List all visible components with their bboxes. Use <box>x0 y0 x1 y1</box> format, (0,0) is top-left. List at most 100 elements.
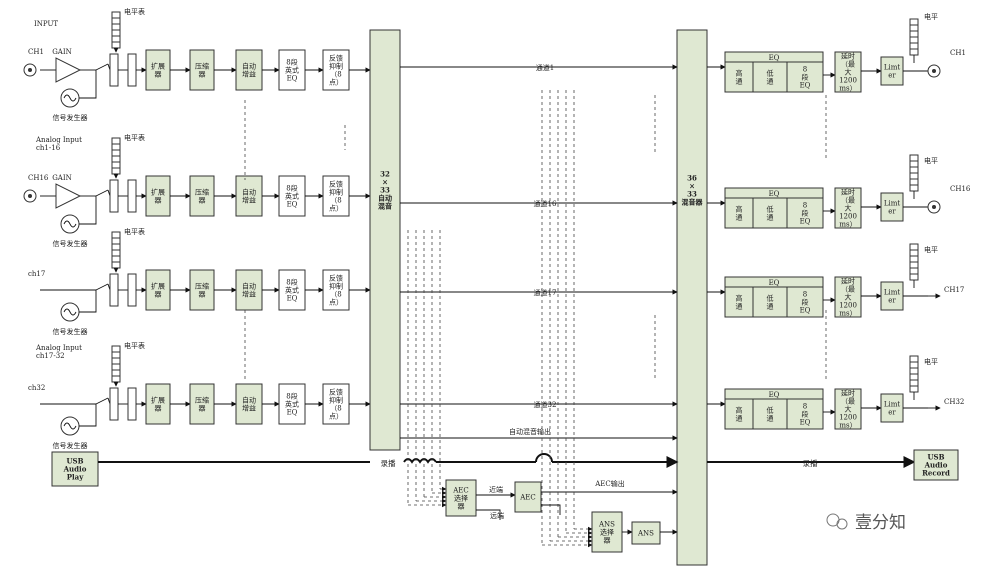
level-meter-segment <box>909 367 919 375</box>
wire <box>79 290 97 313</box>
eq-title: EQ <box>769 190 780 198</box>
fader-icon <box>109 387 119 421</box>
block-delay <box>834 276 862 318</box>
fader-icon <box>109 179 119 213</box>
eq-title: EQ <box>769 54 780 62</box>
channel-line-label: 通道1 <box>536 63 554 72</box>
block-auto_gain-label: 自动增益 <box>242 61 256 78</box>
level-meter-segment <box>111 231 121 239</box>
output-channel-label: CH16 <box>950 185 971 193</box>
block-feedback <box>322 269 350 311</box>
gain-amplifier-icon <box>55 183 82 209</box>
level-label: 电平 <box>924 12 938 21</box>
level-meter-segment <box>111 41 121 49</box>
block-delay <box>834 51 862 93</box>
block-expander-label: 扩展器 <box>151 395 165 412</box>
block-lowpass <box>752 286 788 318</box>
level-meter-segment <box>111 357 121 365</box>
usb-audio-play <box>51 451 99 487</box>
level-meter-segment <box>909 361 919 369</box>
block-eq8 <box>278 383 306 425</box>
level-meter-segment <box>909 261 919 269</box>
channel-line-label: 通道17 <box>534 288 557 297</box>
signal-generator-label: 信号发生器 <box>53 113 88 122</box>
level-label: 电平 <box>924 156 938 165</box>
mixer-left <box>369 29 401 451</box>
fader-icon <box>127 179 137 213</box>
xlr-pin-icon <box>28 68 32 72</box>
block-eq8-out <box>786 286 824 318</box>
block-auto_gain <box>235 269 263 311</box>
level-meter-segment <box>111 363 121 371</box>
block-lowpass <box>752 197 788 229</box>
level-meter-segment <box>111 23 121 31</box>
level-meter-segment <box>111 375 121 383</box>
block-eq8 <box>278 49 306 91</box>
level-meter-segment <box>111 261 121 269</box>
xlr-pin-icon <box>28 194 32 198</box>
level-meter-segment <box>111 345 121 353</box>
level-meter-segment <box>909 385 919 393</box>
block-highpass-label: 高通 <box>736 293 743 310</box>
block-eq8 <box>278 175 306 217</box>
record-label: 录播 <box>803 458 818 468</box>
block-lowpass-label: 低通 <box>767 405 774 422</box>
level-meter-segment <box>111 35 121 43</box>
auto-mix-out-label: 自动混音输出 <box>509 427 551 436</box>
aec-block-label: AEC <box>519 493 536 501</box>
block-feedback <box>322 175 350 217</box>
eq-title: EQ <box>769 391 780 399</box>
block-compressor-label: 压缩器 <box>195 395 209 412</box>
signal-generator-label: 信号发生器 <box>53 327 88 336</box>
level-meter-segment <box>111 155 121 163</box>
aec-selector <box>445 479 477 517</box>
gain-label: GAIN <box>52 48 72 56</box>
sine-wave-icon <box>63 308 77 316</box>
block-compressor-label: 压缩器 <box>195 281 209 298</box>
level-meter-segment <box>111 149 121 157</box>
block-auto_gain <box>235 175 263 217</box>
sine-wave-icon <box>63 94 77 102</box>
block-feedback <box>322 49 350 91</box>
block-expander <box>145 269 171 311</box>
level-label: 电平 <box>924 357 938 366</box>
block-eq8-out <box>786 398 824 430</box>
xlr-pin-icon <box>932 69 936 73</box>
level-meter-segment <box>111 17 121 25</box>
block-lowpass-label: 低通 <box>767 293 774 310</box>
wire <box>79 70 97 99</box>
level-meter-label: 电平表 <box>124 7 145 16</box>
level-meter-label: 电平表 <box>124 133 145 142</box>
level-meter-segment <box>909 166 919 174</box>
level-meter-segment <box>909 379 919 387</box>
fader-icon <box>127 53 137 87</box>
block-highpass-label: 高通 <box>736 68 743 85</box>
block-eq8-out <box>786 197 824 229</box>
level-meter-segment <box>909 160 919 168</box>
level-meter-segment <box>909 172 919 180</box>
block-expander-label: 扩展器 <box>151 61 165 78</box>
eq-title: EQ <box>769 279 780 287</box>
gain-amplifier-icon <box>55 57 82 83</box>
level-meter-segment <box>909 373 919 381</box>
xlr-pin-icon <box>932 205 936 209</box>
wire <box>95 283 109 291</box>
block-compressor-label: 压缩器 <box>195 187 209 204</box>
block-delay <box>834 187 862 229</box>
block-compressor <box>189 49 215 91</box>
